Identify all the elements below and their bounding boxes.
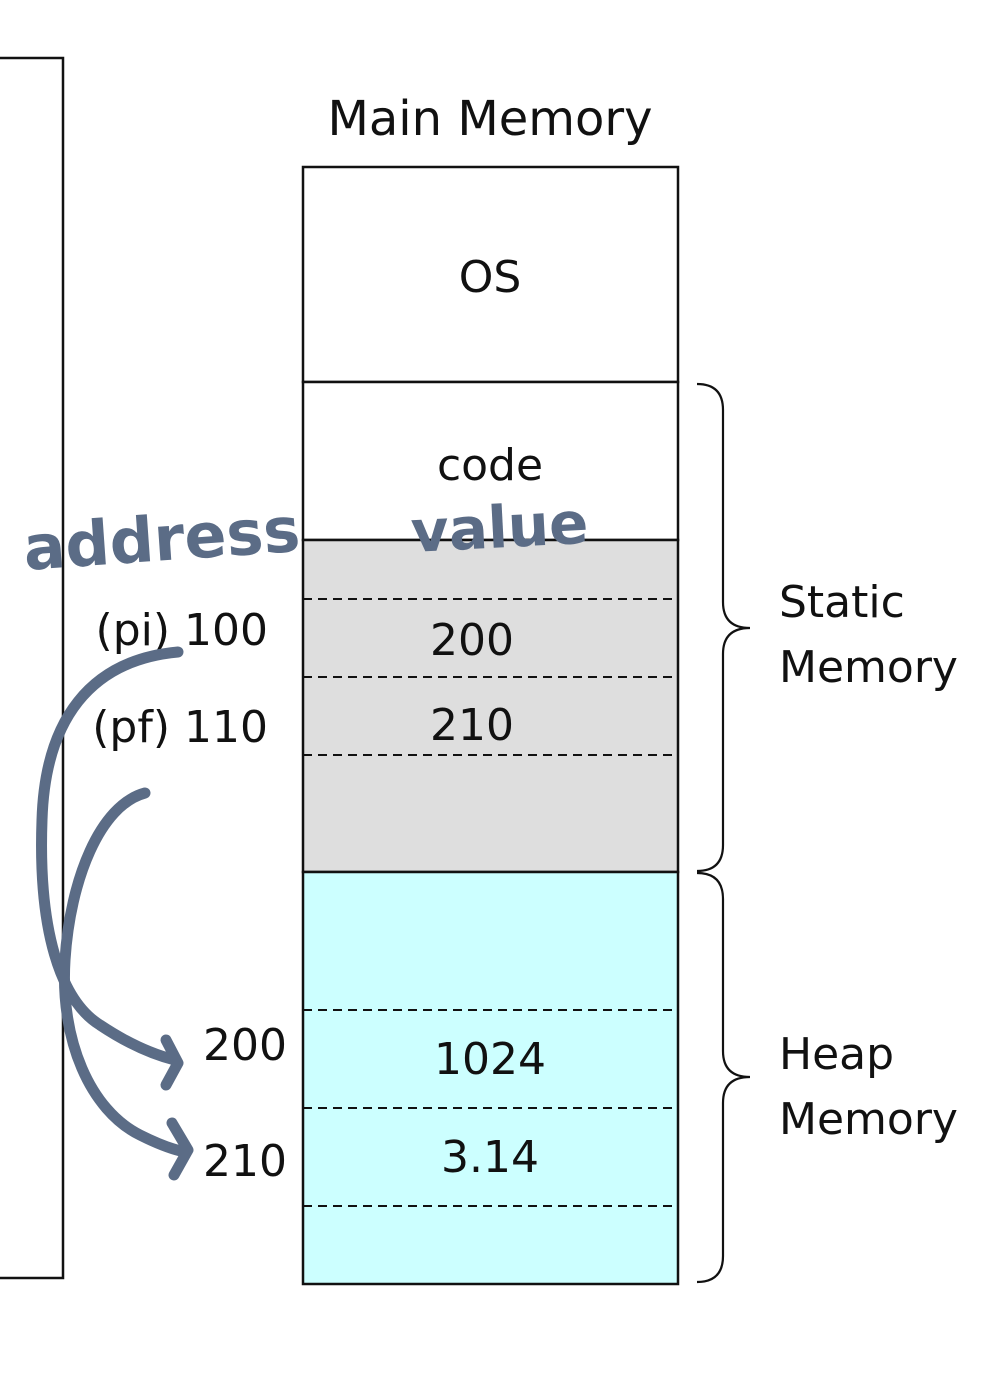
heap-cell-address-2: 210 — [203, 1136, 287, 1187]
heap-cell-value-2: 3.14 — [441, 1132, 539, 1183]
handwritten-value-label: value — [409, 489, 590, 566]
heap-memory-brace — [696, 871, 751, 1284]
pointer-arrow-pi-to-heap — [36, 646, 184, 1066]
heap-memory-label-line2: Memory — [779, 1094, 958, 1145]
arrowhead-pi — [160, 1034, 184, 1091]
os-label: OS — [459, 252, 522, 303]
arrowhead-pf — [166, 1117, 194, 1181]
static-memory-brace — [696, 382, 751, 873]
static-cell-value-pi: 200 — [430, 615, 514, 666]
static-cell-address-pi: (pi) 100 — [96, 605, 268, 656]
static-data-block — [301, 538, 680, 874]
static-memory-label-line2: Memory — [779, 642, 958, 693]
pointer-arrow-pf-to-heap — [58, 787, 191, 1158]
heap-cell-address-1: 200 — [203, 1020, 287, 1071]
heap-cell-value-1: 1024 — [434, 1034, 546, 1085]
left-panel-outline — [0, 56, 65, 1280]
static-cell-address-pf: (pf) 110 — [92, 702, 268, 753]
os-block — [301, 165, 680, 384]
main-memory-title: Main Memory — [327, 91, 652, 147]
static-cell-value-pf: 210 — [430, 700, 514, 751]
static-memory-label-line1: Static — [779, 577, 905, 628]
heap-block — [301, 870, 680, 1286]
code-block — [301, 380, 680, 542]
code-label: code — [437, 440, 543, 491]
heap-memory-label-line1: Heap — [779, 1029, 894, 1080]
